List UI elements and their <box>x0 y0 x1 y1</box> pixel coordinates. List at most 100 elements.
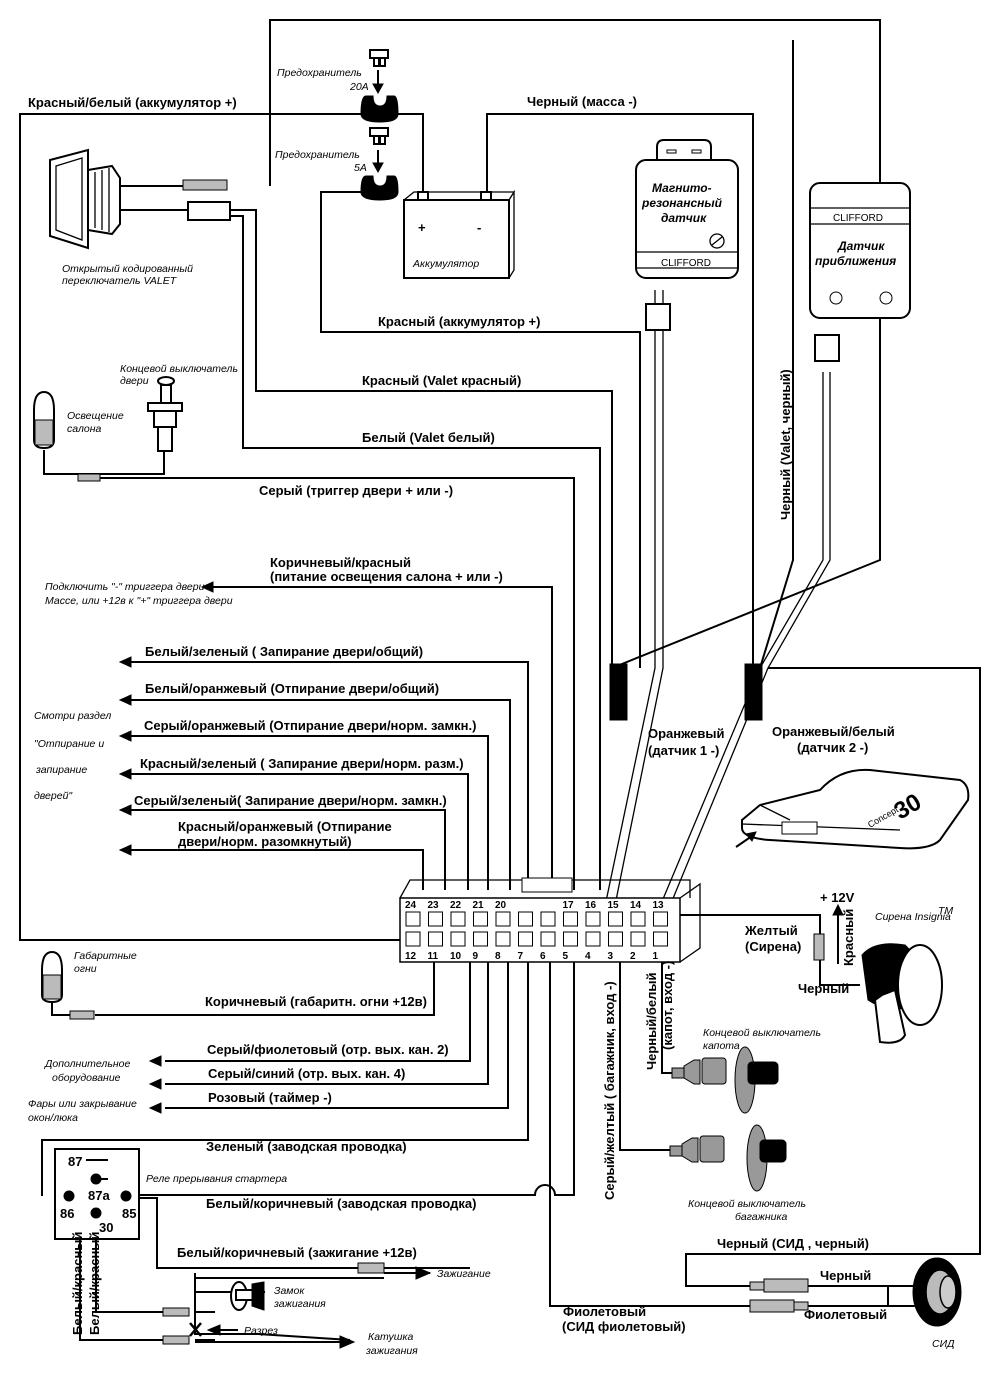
wire-label-violet-line2: (СИД фиолетовый) <box>562 1319 686 1334</box>
ignition-coil-line2: зажигания <box>365 1345 418 1357</box>
connector-pin-cell <box>630 931 646 947</box>
lock-wire-label: Серый/зеленый( Запирание двери/норм. зам… <box>134 793 447 808</box>
siren-black-label: Черный <box>798 981 849 996</box>
connector-pin-number: 2 <box>630 951 636 962</box>
siren-plus12: + 12V <box>820 890 855 905</box>
wire-label-red-valet: Красный (Valet красный) <box>362 373 521 388</box>
connector-pin-cell <box>405 931 421 947</box>
siren-yellow-line1: Желтый <box>744 923 798 938</box>
connector-pin-number: 24 <box>405 900 417 911</box>
wire-label-orange-line2: (датчик 1 -) <box>648 743 719 758</box>
wire-label-pink-timer: Розовый (таймер -) <box>208 1090 332 1105</box>
connector-pin-number: 11 <box>428 951 439 962</box>
connector-pin-cell <box>653 911 668 927</box>
sensor-2-plug <box>744 663 763 721</box>
connector-pin-cell <box>428 911 443 927</box>
ignition-coil-line1: Катушка <box>368 1331 413 1343</box>
wire-label-white-brown-factory: Белый/коричневый (заводская проводка) <box>206 1196 476 1211</box>
arrow-left-icon <box>148 1055 162 1067</box>
proximity-sensor-icon <box>809 182 911 362</box>
siren-connector <box>813 933 825 961</box>
arrow-left-icon <box>200 581 214 593</box>
aux-equipment-line1: Дополнительное <box>44 1058 130 1070</box>
relay-pin-87: 87 <box>68 1154 82 1169</box>
ignition-lock-line1: Замок <box>274 1285 305 1297</box>
wire-label-black-led: Черный (СИД , черный) <box>717 1236 869 1251</box>
wire-label-brown-red-line2: (питание освещения салона + или -) <box>270 569 503 584</box>
wires <box>19 19 981 1341</box>
arrow-up-icon <box>832 903 844 916</box>
magnetic-sensor-line3: датчик <box>661 211 707 225</box>
connector-pin-number: 14 <box>630 900 642 911</box>
wire-label-grey-trigger: Серый (триггер двери + или -) <box>259 483 453 498</box>
connector-pin-number: 6 <box>540 951 546 962</box>
wire-label-black-valet: Черный (Valet, черный) <box>778 369 793 520</box>
lock-note-line3: запирание <box>35 764 87 776</box>
connector-pin-cell <box>518 931 533 947</box>
wire-label-violet-line1: Фиолетовый <box>563 1304 646 1319</box>
led-violet-label: Фиолетовый <box>804 1307 887 1322</box>
magnetic-sensor-line1: Магнито- <box>652 181 712 195</box>
wire-label-black-white-line2: (капот, вход -) <box>660 961 675 1050</box>
wire-label-grey-yellow: Серый/желтый ( багажник, вход -) <box>602 981 617 1200</box>
wire-label-orange-white-line1: Оранжевый/белый <box>772 724 895 739</box>
relay-pin-86: 86 <box>60 1206 74 1221</box>
wire-label-white-brown-ignition: Белый/коричневый (зажигание +12в) <box>177 1245 417 1260</box>
connector-pin-cell <box>563 931 578 947</box>
valet-switch-label-line1: Открытый кодированный <box>62 263 193 275</box>
wire-label-red-battery: Красный (аккумулятор +) <box>378 314 540 329</box>
connector-pin-number: 22 <box>450 900 462 911</box>
connector-pin-number: 16 <box>585 900 597 911</box>
ignition-lock-icon <box>162 1262 432 1349</box>
door-switch-icon <box>43 376 183 475</box>
relay-pin-87a: 87a <box>88 1188 110 1203</box>
battery-label: Аккумулятор <box>412 258 479 270</box>
wire-label-grey-blue: Серый/синий (отр. вых. кан. 4) <box>208 1066 405 1081</box>
door-note-line1: Подключить "-" триггера двери к <box>45 581 213 593</box>
lock-wire-label: Белый/зеленый ( Запирание двери/общий) <box>145 644 423 659</box>
connector-pin-cell <box>518 911 533 927</box>
siren-label: Сирена Insignia <box>875 911 951 923</box>
connector-pin-cell <box>585 911 601 927</box>
connector-pin-number: 15 <box>608 900 620 911</box>
fuse-5a-icon <box>360 127 399 201</box>
connector-pin-cell <box>585 931 601 947</box>
door-switch-label-line1: Концевой выключатель <box>120 363 238 375</box>
siren-red-label: Красный <box>841 909 856 966</box>
parking-lights-line2: огни <box>74 963 97 975</box>
fuse-5a-value: 5A <box>354 162 367 174</box>
lock-wire-label: Серый/оранжевый (Отпирание двери/норм. з… <box>144 718 476 733</box>
lock-wire-label-red-orange-line1: Красный/оранжевый (Отпирание <box>178 819 392 834</box>
wire-label-orange-line1: Оранжевый <box>648 726 725 741</box>
relay-label: Реле прерывания стартера <box>146 1173 287 1185</box>
trunk-switch-label-line1: Концевой выключатель <box>688 1198 806 1210</box>
wire-label-white-valet: Белый (Valet белый) <box>362 430 495 445</box>
connector-pin-cell <box>540 931 556 947</box>
siren-tm: TM <box>938 905 953 917</box>
connector-pin-cell <box>540 911 556 927</box>
siren-icon <box>861 943 943 1044</box>
wire-label-white-red-1: Белый/красный <box>70 1232 85 1335</box>
trunk-switch-label-line2: багажника <box>735 1211 787 1223</box>
lock-wire-label-red-orange-line2: двери/норм. разомкнутый) <box>178 834 352 849</box>
connector-pin-cell <box>653 931 668 947</box>
connector-pin-cell <box>608 911 623 927</box>
magnetic-sensor-brand: CLIFFORD <box>661 258 711 269</box>
connector-pin-number: 8 <box>495 951 501 962</box>
proximity-sensor-line2: приближения <box>815 254 896 268</box>
connector-pin-cell <box>630 911 646 927</box>
valet-switch-label-line2: переключатель VALET <box>62 275 178 287</box>
wire-label-green: Зеленый (заводская проводка) <box>206 1139 407 1154</box>
connector-pin-number: 21 <box>473 900 485 911</box>
wire-label-red-white-battery: Красный/белый (аккумулятор +) <box>28 95 237 110</box>
fuse-20a-label: Предохранитель <box>277 67 362 79</box>
sensor-1-plug <box>609 663 628 721</box>
connector-pin-number: 7 <box>518 951 524 962</box>
wire-label-white-red-2: Белый/красный <box>87 1232 102 1335</box>
arrow-left-icon <box>148 1078 162 1090</box>
fuse-20a-icon <box>360 49 399 123</box>
connector-pin-number: 3 <box>608 951 614 962</box>
siren-yellow-line2: (Сирена) <box>745 939 801 954</box>
lock-wire-label: Белый/оранжевый (Отпирание двери/общий) <box>145 681 439 696</box>
fuse-20a-value: 20A <box>349 81 369 93</box>
